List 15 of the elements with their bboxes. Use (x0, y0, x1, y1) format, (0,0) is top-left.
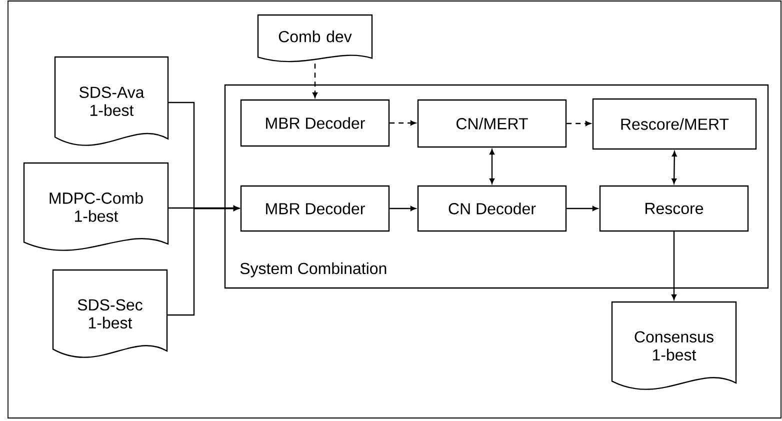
arrow (672, 232, 676, 300)
arrow (390, 206, 416, 211)
process-box: Rescore/MERT (592, 98, 757, 150)
arrow (566, 206, 598, 211)
process-box: CN/MERT (417, 99, 567, 148)
arrow (168, 206, 239, 316)
process-box: Rescore (599, 185, 749, 232)
arrow (672, 151, 677, 184)
arrow (390, 120, 416, 126)
arrow (490, 149, 494, 184)
process-box: CN Decoder (417, 185, 567, 232)
arrow (566, 121, 591, 126)
process-box: MBR Decoder (240, 185, 390, 232)
arrow (312, 64, 318, 98)
process-box: MBR Decoder (240, 99, 390, 147)
